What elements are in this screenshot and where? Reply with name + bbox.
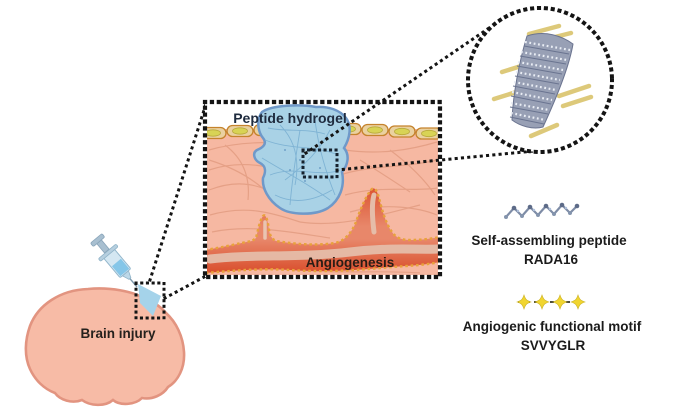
legend-svvyglr-line2: SVVYGLR	[521, 338, 586, 353]
syringe-icon	[90, 233, 138, 288]
brain-illustration: Brain injury	[24, 233, 186, 407]
zoom-connector-line	[148, 102, 208, 282]
legend-item-rada16: Self-assembling peptide RADA16	[471, 202, 627, 267]
vessel-motif-dashes	[207, 187, 438, 275]
brain-shape	[24, 287, 186, 407]
zoom-circle-dotted-border	[466, 6, 614, 154]
hydrogel-zoom-marker-square	[301, 148, 339, 179]
zoom-connector-line	[162, 273, 209, 301]
legend-rada16-line2: RADA16	[524, 252, 579, 267]
zoom-connector-line	[303, 23, 495, 156]
hydrogel-specks	[284, 149, 321, 182]
tissue-panel-dotted-border	[202, 99, 443, 280]
blood-vessel-angiogenesis	[207, 187, 438, 275]
molecular-zoom-circle	[466, 6, 614, 154]
angiogenic-motif-icon	[516, 294, 586, 310]
brain-injury-label: Brain injury	[80, 326, 156, 341]
angiogenesis-label: Angiogenesis	[306, 255, 395, 270]
injected-hydrogel-wedge	[138, 284, 161, 316]
peptide-hydrogel-blob	[252, 104, 351, 215]
legend-rada16-line1: Self-assembling peptide	[471, 233, 627, 248]
nanofiber-scaffold-icon	[491, 23, 594, 139]
legend-item-svvyglr: Angiogenic functional motif SVVYGLR	[463, 294, 642, 353]
injury-zoom-marker-square	[134, 281, 166, 320]
hydrogel-mesh	[261, 119, 341, 206]
tissue-cross-section-panel: Peptide hydrogel Angiogenesis	[202, 99, 443, 280]
legend-svvyglr-line1: Angiogenic functional motif	[463, 319, 642, 334]
zoom-connector-line	[335, 149, 536, 172]
peptide-chain-icon	[504, 202, 580, 219]
peptide-hydrogel-label: Peptide hydrogel	[233, 110, 347, 126]
